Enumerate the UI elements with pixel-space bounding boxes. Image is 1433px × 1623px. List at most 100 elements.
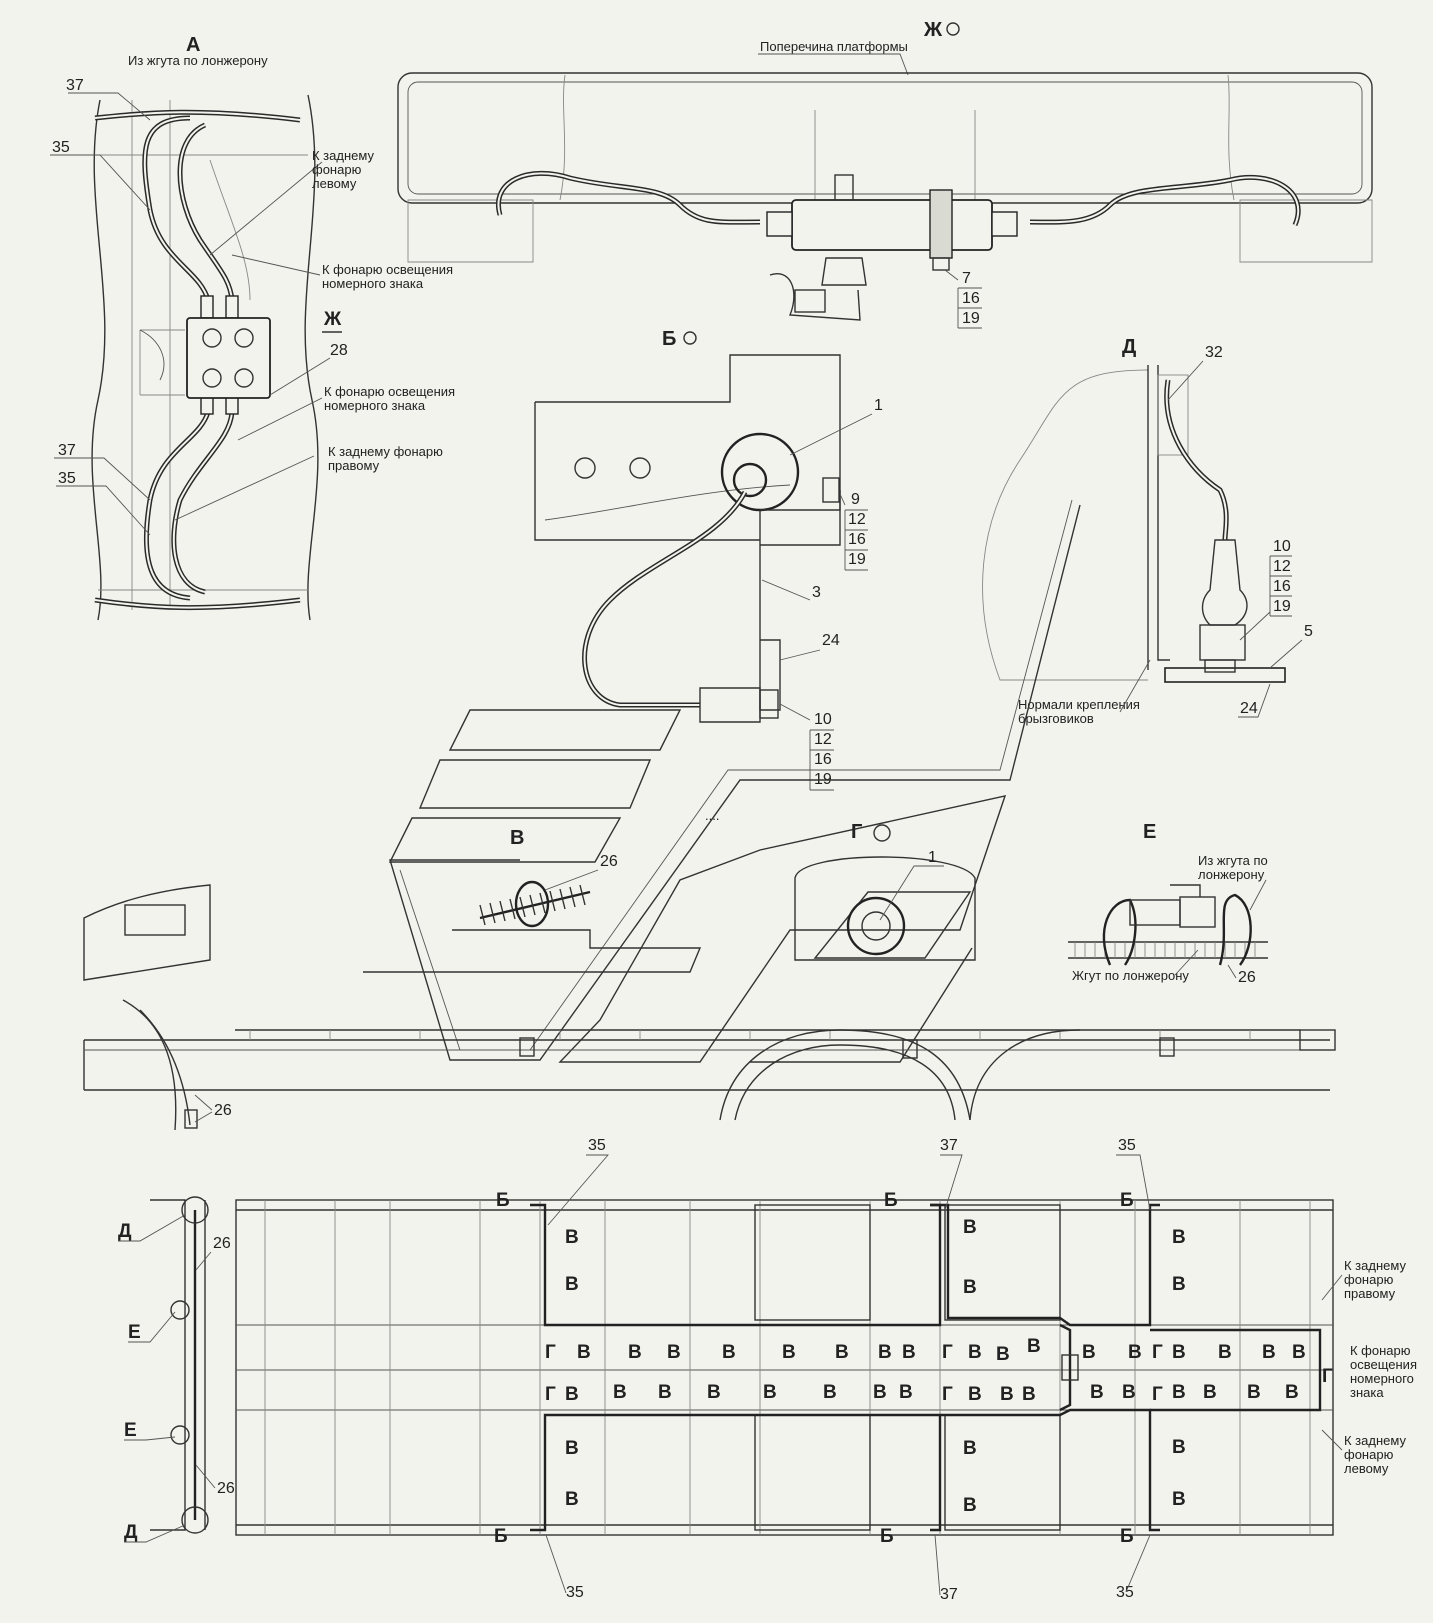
plan-mark-d-bottom: Д [124,1522,138,1543]
view-v-title: В [510,827,524,849]
svg-text:В: В [577,1342,591,1363]
side-callout-26: 26 [214,1102,232,1119]
svg-text:В: В [628,1342,642,1363]
plan-callout-35-bl: 35 [566,1584,584,1601]
side-frame [83,1039,1330,1091]
e-clamp-1 [1102,898,1137,966]
g-grommet-1 [846,896,906,956]
e-harness [1068,941,1268,959]
svg-text:В: В [1218,1342,1232,1363]
crossmember [397,72,1373,204]
plan-mark-b-3: Б [1120,1190,1134,1211]
plan-mark-b-5: Б [880,1526,894,1547]
svg-text:В: В [878,1342,892,1363]
svg-text:В: В [1090,1382,1104,1403]
plan-mid-marks-bottom: В В В В В В В В В В В В В В В В В [565,1382,1299,1405]
side-elevation: 26 [83,884,1336,1131]
plan-callout-35-tr: 35 [1118,1137,1136,1154]
b-callout-16a: 16 [848,531,866,548]
view-d-title: Д [1122,336,1136,358]
plan-spar [150,1199,206,1531]
view-e-title: Е [1143,821,1156,843]
plan-mark-d-top: Д [118,1221,132,1242]
plan-mark-b-1: Б [496,1190,510,1211]
d-wire [1164,379,1229,541]
b-callout-24: 24 [822,632,840,649]
svg-text:В: В [1128,1342,1142,1363]
b-callout-1: 1 [874,397,883,414]
zh-callout-7: 7 [962,270,971,287]
plan-mark-g-1: Г [545,1342,556,1363]
view-a-title: А [186,34,200,56]
svg-text:В: В [899,1382,913,1403]
plan-mark-g-7: Г [1322,1366,1333,1387]
d-callout-32: 32 [1205,344,1223,361]
svg-text:В: В [565,1384,579,1405]
plan-mark-v-2: В [565,1274,579,1295]
plan-wire-37 [930,1203,1160,1327]
v-callout-26: 26 [600,853,618,870]
e-clamp-2 [1218,893,1252,966]
svg-text:В: В [658,1382,672,1403]
plan-callout-26-bottom: 26 [217,1480,235,1497]
plan-mark-v-4: В [963,1277,977,1298]
plan-callout-26-top: 26 [213,1235,231,1252]
svg-text:В: В [823,1382,837,1403]
b-bracket-3 [759,510,781,711]
side-cab [83,884,211,981]
plan-mark-b-2: Б [884,1190,898,1211]
b-callout-12b: 12 [814,731,832,748]
svg-text:В: В [613,1382,627,1403]
plan-mark-g-2: Г [545,1384,556,1405]
view-zh-marker [946,22,960,36]
plan-mark-v-10: В [963,1495,977,1516]
plan-mark-g-5: Г [1152,1342,1163,1363]
d-connector [1201,539,1248,626]
plan-mark-v-6: В [1172,1274,1186,1295]
plan-junction [1061,1354,1079,1381]
spar-flange [131,100,171,610]
svg-text:В: В [1172,1382,1186,1403]
b-callout-16b: 16 [814,751,832,768]
plan-mark-v-1: В [565,1227,579,1248]
view-a: А Из жгута по лонжерону [50,34,455,621]
svg-text:В: В [782,1342,796,1363]
zh-wire-left [496,170,761,225]
side-wheel-arch-1 [719,1029,971,1121]
svg-text:В: В [996,1344,1010,1365]
plan-mark-b-4: Б [494,1526,508,1547]
svg-text:В: В [902,1342,916,1363]
plan-wire-35-left [530,1203,942,1327]
svg-text:В: В [873,1382,887,1403]
svg-text:В: В [1172,1342,1186,1363]
connector-1 [200,295,214,319]
v-outline [389,504,1081,1061]
d-callout-5: 5 [1304,623,1313,640]
spar-edge-left [91,99,106,621]
plan-mark-g-4: Г [942,1384,953,1405]
callout-37-bottom: 37 [58,442,76,459]
zh-callout-19: 19 [962,310,980,327]
svg-text:В: В [1285,1382,1299,1403]
b-callout-9: 9 [851,491,860,508]
plan-mark-v-12: В [1172,1489,1186,1510]
plan-mark-v-7: В [565,1438,579,1459]
plan-callout-35-tl: 35 [588,1137,606,1154]
svg-text:....: .... [705,808,719,823]
plan-callout-35-br: 35 [1116,1584,1134,1601]
view-g-title: Г [851,821,862,843]
svg-text:В: В [1203,1382,1217,1403]
plan-mark-b-6: Б [1120,1526,1134,1547]
b-bracket-plate [534,354,841,546]
d-callout-12: 12 [1273,558,1291,575]
svg-text:В: В [1292,1342,1306,1363]
svg-text:В: В [1122,1382,1136,1403]
